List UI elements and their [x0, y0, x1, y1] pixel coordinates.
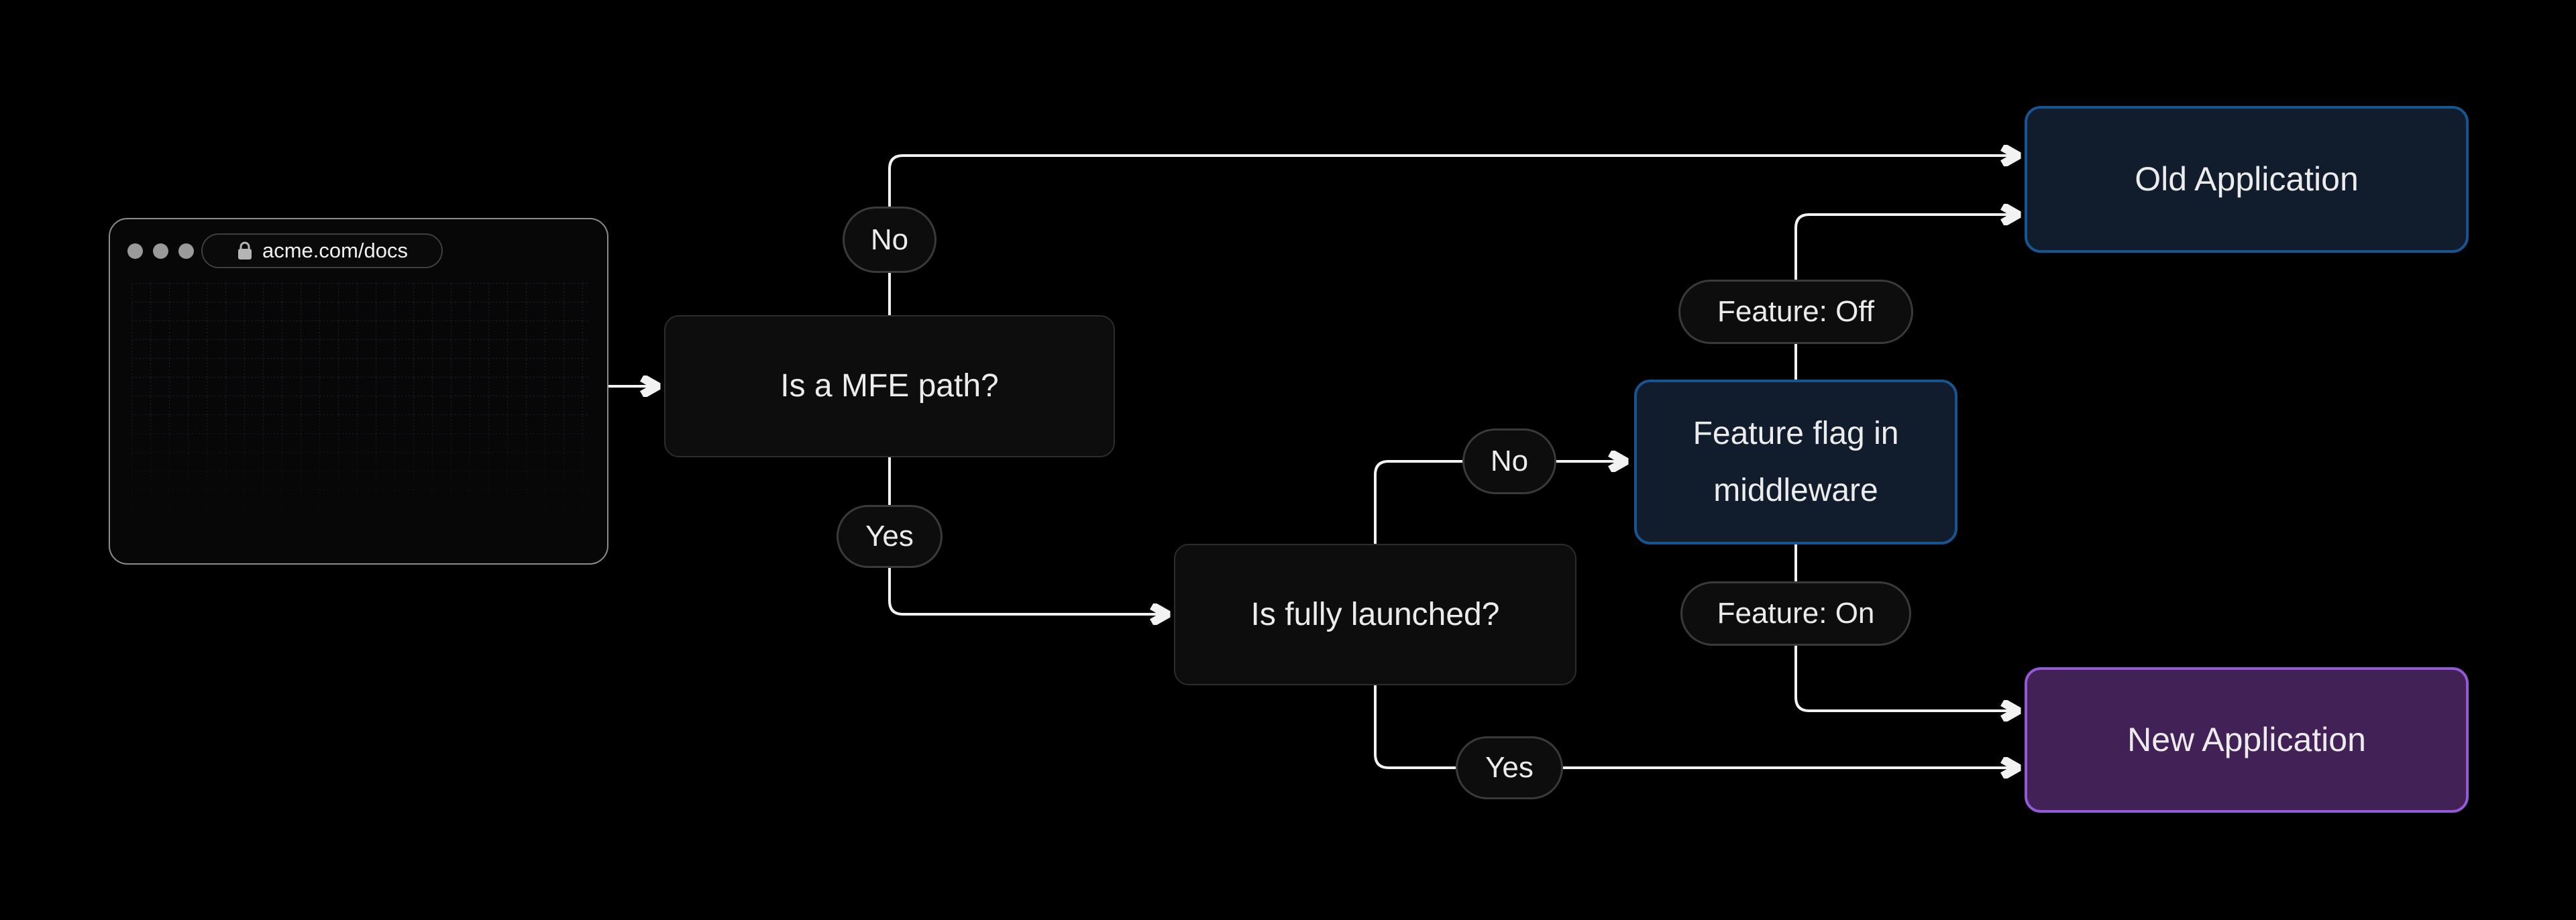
- pill-text: No: [1490, 445, 1529, 477]
- node-mfe-question: Is a MFE path?: [664, 315, 1115, 457]
- pill-text: Feature: Off: [1717, 295, 1874, 328]
- node-label: New Application: [2127, 721, 2366, 759]
- lock-icon: [237, 241, 252, 260]
- edge-mfe-no-to-old-application: [888, 156, 2017, 315]
- edge-mfe-yes-to-fully-launched: [888, 457, 1166, 614]
- edge-label-feature-on: Feature: On: [1680, 581, 1911, 646]
- edge-label-mfe-no: No: [843, 207, 936, 273]
- edge-feature-on-to-new-application: [1794, 544, 2017, 711]
- window-dot-icon: [153, 243, 168, 259]
- browser-window: acme.com/docs: [109, 218, 608, 565]
- edge-label-launched-no: No: [1462, 428, 1556, 494]
- edge-label-mfe-yes: Yes: [837, 505, 943, 568]
- pill-text: No: [870, 223, 909, 256]
- pill-text: Yes: [1485, 751, 1534, 784]
- url-text: acme.com/docs: [262, 239, 409, 262]
- node-fully-launched-question: Is fully launched?: [1174, 544, 1576, 685]
- node-new-application: New Application: [2025, 667, 2469, 813]
- browser-titlebar: acme.com/docs: [110, 219, 607, 282]
- page-grid: [131, 283, 589, 551]
- pill-text: Feature: On: [1717, 597, 1875, 630]
- node-label: Feature flag in middleware: [1693, 415, 1899, 508]
- window-dot-icon: [178, 243, 194, 259]
- edge-label-launched-yes: Yes: [1456, 736, 1563, 799]
- address-bar: acme.com/docs: [201, 233, 443, 268]
- pill-text: Yes: [865, 520, 914, 553]
- window-dot-icon: [127, 243, 143, 259]
- edge-feature-off-to-old-application: [1794, 215, 2017, 380]
- node-old-application: Old Application: [2025, 106, 2469, 253]
- node-label: Is a MFE path?: [780, 368, 999, 404]
- edge-label-feature-off: Feature: Off: [1678, 280, 1913, 344]
- node-feature-flag: Feature flag in middleware: [1634, 380, 1957, 544]
- edge-launched-yes-to-new-application: [1374, 685, 2017, 768]
- node-label: Old Application: [2135, 160, 2359, 198]
- edge-launched-no-to-feature-flag: [1374, 461, 1624, 544]
- node-label: Is fully launched?: [1250, 596, 1500, 632]
